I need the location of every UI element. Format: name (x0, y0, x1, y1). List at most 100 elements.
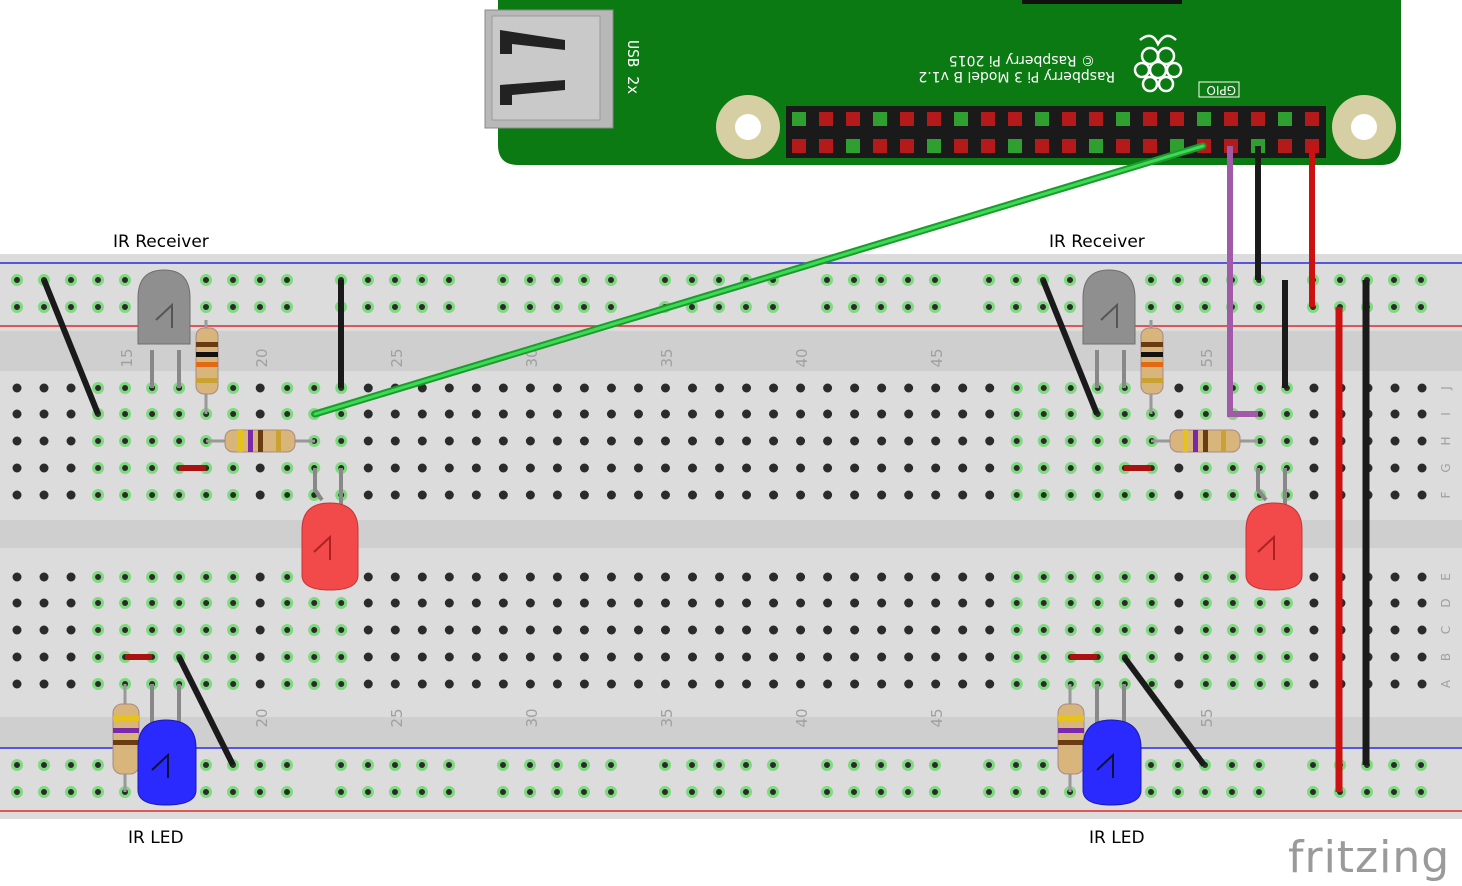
black-wire-right-1 (1040, 278, 1100, 416)
gpio-pin (1278, 139, 1292, 153)
breadboard-hole (417, 463, 427, 473)
rail-hole (578, 301, 590, 313)
breadboard-hole (66, 572, 76, 582)
rail-hole (281, 301, 293, 313)
rail-hole (740, 786, 752, 798)
breadboard-hole (471, 572, 481, 582)
rail-hole (1253, 301, 1265, 313)
breadboard-hole (715, 652, 725, 662)
breadboard-hole (1390, 572, 1400, 582)
breadboard-hole (498, 598, 508, 608)
gpio-pin (1251, 112, 1265, 126)
resistor-right-vertical (1140, 320, 1164, 414)
rail-hole (92, 274, 104, 286)
breadboard-hole (958, 572, 968, 582)
breadboard-hole (1118, 571, 1131, 583)
breadboard-hole (579, 463, 589, 473)
breadboard-hole (1010, 435, 1023, 447)
breadboard-hole (335, 435, 348, 447)
breadboard-hole (796, 383, 806, 393)
breadboard-hole (688, 598, 697, 608)
breadboard-hole (1010, 382, 1023, 394)
breadboard-hole (633, 436, 643, 446)
rail-hole (65, 301, 77, 313)
breadboard-hole (363, 409, 373, 419)
breadboard-hole (579, 490, 589, 500)
breadboard-hole (525, 436, 535, 446)
breadboard-hole (1174, 679, 1184, 689)
resistor-left-horizontal (206, 429, 315, 453)
rail-hole (200, 786, 212, 798)
breadboard-hole (877, 490, 887, 500)
breadboard-hole (1199, 489, 1212, 501)
breadboard-hole (1253, 382, 1266, 394)
breadboard-hole (579, 409, 589, 419)
breadboard-holes (11, 274, 1427, 798)
breadboard-hole (12, 463, 22, 473)
rail-hole (929, 786, 941, 798)
breadboard-hole (1309, 572, 1319, 582)
breadboard-hole (525, 409, 535, 419)
breadboard-hole (255, 652, 265, 662)
breadboard-hole (1037, 571, 1050, 583)
breadboard-hole (958, 383, 968, 393)
rail-hole (551, 759, 563, 771)
breadboard-hole (823, 490, 833, 500)
breadboard-hole (39, 679, 49, 689)
gpio-pin (1116, 112, 1130, 126)
breadboard-hole (92, 489, 105, 501)
breadboard-hole (660, 652, 670, 662)
rail-hole (1253, 786, 1265, 798)
breadboard-hole (796, 652, 806, 662)
rail-hole (497, 786, 509, 798)
rail-hole (659, 786, 671, 798)
breadboard-hole (92, 571, 105, 583)
breadboard-hole (1174, 463, 1184, 473)
breadboard-hole (39, 490, 49, 500)
breadboard-hole (688, 572, 697, 582)
gpio-pin (873, 139, 887, 153)
breadboard-hole (390, 679, 400, 689)
breadboard-hole (660, 463, 670, 473)
breadboard-hole (877, 598, 887, 608)
breadboard-hole (1037, 624, 1050, 636)
breadboard-hole (281, 489, 294, 501)
breadboard-hole (1010, 489, 1023, 501)
gpio-pin (1116, 139, 1130, 153)
breadboard-hole (1037, 489, 1050, 501)
breadboard-hole (417, 679, 427, 689)
breadboard-hole (579, 679, 589, 689)
breadboard-hole (660, 598, 670, 608)
breadboard-hole (579, 598, 589, 608)
breadboard-hole (931, 598, 941, 608)
usb-label: USB 2x (624, 40, 642, 94)
breadboard-hole (606, 625, 616, 635)
breadboard-hole (335, 651, 348, 663)
breadboard-hole (444, 598, 454, 608)
gpio-pin (792, 112, 806, 126)
breadboard-hole (417, 490, 427, 500)
rail-hole (227, 301, 239, 313)
breadboard-hole (1226, 597, 1239, 609)
breadboard-hole (39, 383, 49, 393)
breadboard-hole (1199, 678, 1212, 690)
breadboard-hole (363, 436, 373, 446)
breadboard-hole (66, 598, 76, 608)
purple-wire (1227, 146, 1258, 417)
rail-hole (389, 786, 401, 798)
breadboard-hole (688, 490, 697, 500)
breadboard-hole (1199, 651, 1212, 663)
breadboard-hole (363, 463, 373, 473)
rail-hole (1307, 786, 1319, 798)
rail-hole (497, 759, 509, 771)
breadboard-hole (173, 597, 186, 609)
breadboard-hole (1064, 408, 1077, 420)
gpio-pin (1170, 112, 1184, 126)
breadboard-hole (1118, 489, 1131, 501)
column-number: 45 (928, 348, 946, 367)
breadboard-hole (255, 598, 265, 608)
breadboard-hole (850, 383, 860, 393)
breadboard-hole (444, 463, 454, 473)
breadboard-hole (823, 409, 833, 419)
column-number: 40 (793, 708, 811, 727)
